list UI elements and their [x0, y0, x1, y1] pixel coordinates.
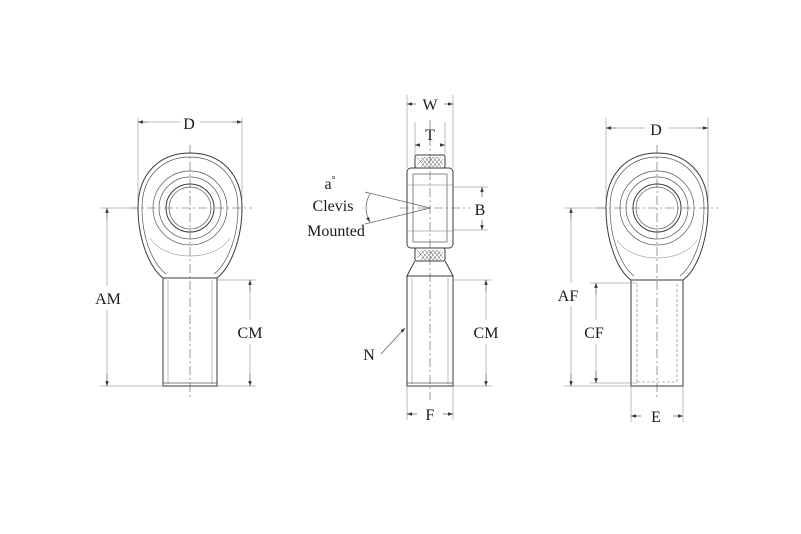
b-label: B	[475, 202, 486, 219]
f-label: F	[426, 407, 435, 424]
left-cm-label: CM	[238, 325, 263, 342]
f-dimension	[406, 386, 454, 420]
t-dimension	[414, 122, 446, 155]
af-label: AF	[558, 288, 579, 305]
left-d-dimension	[137, 118, 243, 200]
b-dimension	[453, 186, 488, 231]
e-label: E	[651, 409, 661, 426]
left-view-male-rod-end: D AM CM	[95, 116, 262, 400]
cf-dimension	[590, 282, 637, 384]
degree-symbol: °	[332, 175, 336, 186]
clevis-label: Clevis	[313, 198, 354, 215]
left-centerlines	[130, 145, 252, 400]
w-dimension	[406, 95, 454, 168]
right-d-label: D	[650, 122, 662, 139]
left-cm-dimension	[217, 279, 256, 387]
am-dimension	[100, 207, 163, 387]
n-leader	[380, 327, 406, 355]
center-cm-dimension	[453, 279, 492, 387]
t-label: T	[425, 127, 435, 144]
angle-label: a°	[324, 175, 335, 193]
cf-label: CF	[584, 325, 604, 342]
am-label: AM	[95, 291, 121, 308]
right-view-female-rod-end: D AF CF E	[558, 118, 718, 426]
center-view-side: W T a° Clevis Mounted B CM N F	[307, 95, 498, 424]
right-centerlines	[597, 145, 718, 400]
right-d-dimension	[605, 118, 709, 200]
af-dimension	[564, 207, 631, 387]
w-label: W	[422, 97, 438, 114]
center-centerlines	[400, 120, 470, 400]
left-d-label: D	[183, 116, 195, 133]
e-dimension	[630, 386, 684, 422]
n-label: N	[363, 347, 375, 364]
center-cm-label: CM	[474, 325, 499, 342]
mounted-label: Mounted	[307, 223, 365, 240]
clevis-angle-indicator	[364, 191, 431, 225]
